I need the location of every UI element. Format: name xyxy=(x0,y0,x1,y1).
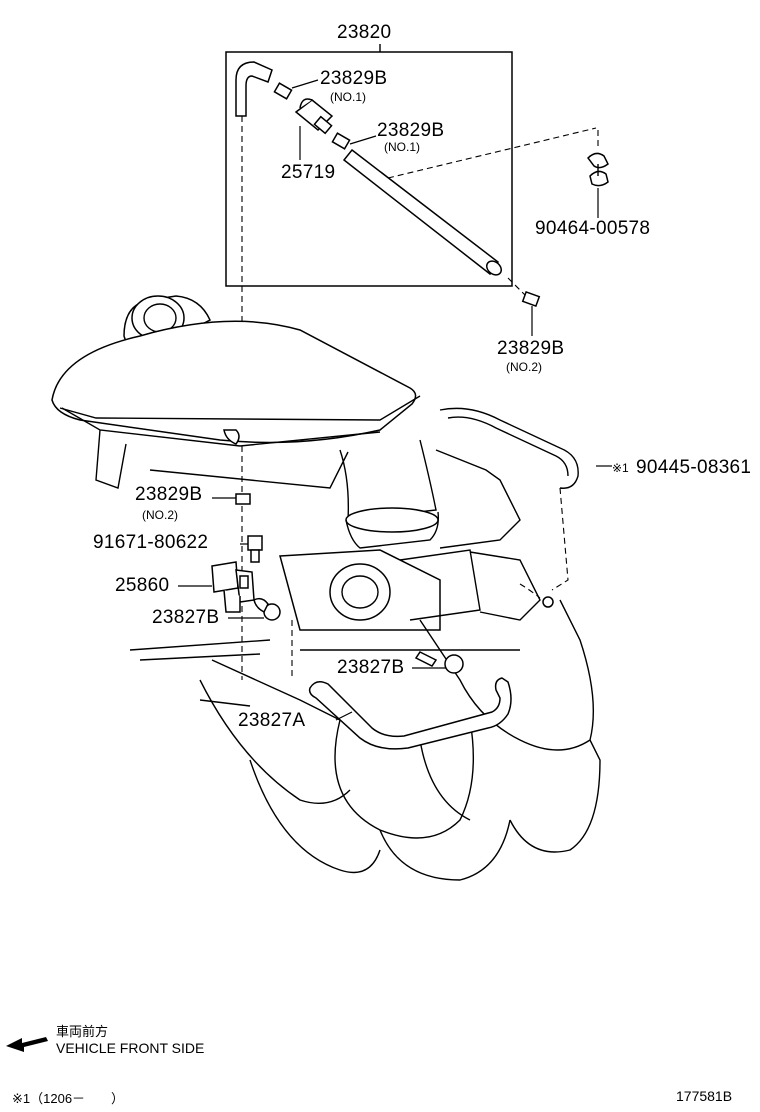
port-cap xyxy=(542,596,554,608)
label-clamp-no1-b-note: (NO.1) xyxy=(384,140,420,154)
label-clamp-no2-b: 23829B xyxy=(135,484,203,505)
label-clamp-no2-a-note: (NO.2) xyxy=(506,360,542,374)
dash-to-clip xyxy=(387,127,597,179)
label-clamp-no1-a-note: (NO.1) xyxy=(330,90,366,104)
label-clamp-no1-a: 23829B xyxy=(320,68,388,89)
label-clip: 90464-00578 xyxy=(535,218,651,239)
short-hose xyxy=(235,61,273,117)
footnote: ※1（1206－ ） xyxy=(12,1091,125,1106)
label-hose-clamp-b: 23827B xyxy=(337,657,405,678)
hose-clamp-lower xyxy=(414,651,464,674)
intake-neck xyxy=(339,407,579,549)
clamp-no2-lower xyxy=(235,493,251,505)
label-hose: 90445-08361 xyxy=(636,457,752,478)
clamp-no2-upper xyxy=(521,290,541,308)
air-cleaner xyxy=(51,295,421,489)
label-clamp-no2-a: 23829B xyxy=(497,338,565,359)
label-kit: 23820 xyxy=(337,22,392,43)
clamp-no1-lower-leader xyxy=(349,135,377,145)
direction-en: VEHICLE FRONT SIDE xyxy=(56,1040,205,1056)
dash-hose-right xyxy=(551,487,569,591)
label-vsv: 25860 xyxy=(115,575,170,596)
label-main-hose: 23827A xyxy=(238,710,306,731)
label-clamp-no2-b-note: (NO.2) xyxy=(142,508,178,522)
hose-clip xyxy=(587,152,609,187)
long-hose xyxy=(342,148,500,276)
clamp-no1-upper-leader xyxy=(291,79,319,89)
vacuum-filter xyxy=(294,98,334,135)
label-hose-ref: ※1 xyxy=(612,461,629,475)
label-clamp-no1-b: 23829B xyxy=(377,120,445,141)
vsv xyxy=(211,561,255,613)
direction-jp: 車両前方 xyxy=(56,1024,109,1039)
intake-manifold xyxy=(129,549,601,881)
label-hose-clamp-a: 23827B xyxy=(152,607,220,628)
main-hose-leader xyxy=(335,711,353,721)
front-arrow-icon xyxy=(6,1037,48,1052)
clamp-no1-upper xyxy=(273,82,293,100)
label-bolt: 91671-80622 xyxy=(93,532,209,553)
diagram-id: 177581B xyxy=(676,1088,733,1104)
dash-port xyxy=(519,583,541,599)
label-filter: 25719 xyxy=(281,162,336,183)
bolt xyxy=(247,535,263,563)
main-hose xyxy=(308,677,512,750)
hose-clamp-upper xyxy=(253,597,281,621)
kit-box xyxy=(225,51,513,287)
clamp-no1-lower xyxy=(331,132,351,150)
